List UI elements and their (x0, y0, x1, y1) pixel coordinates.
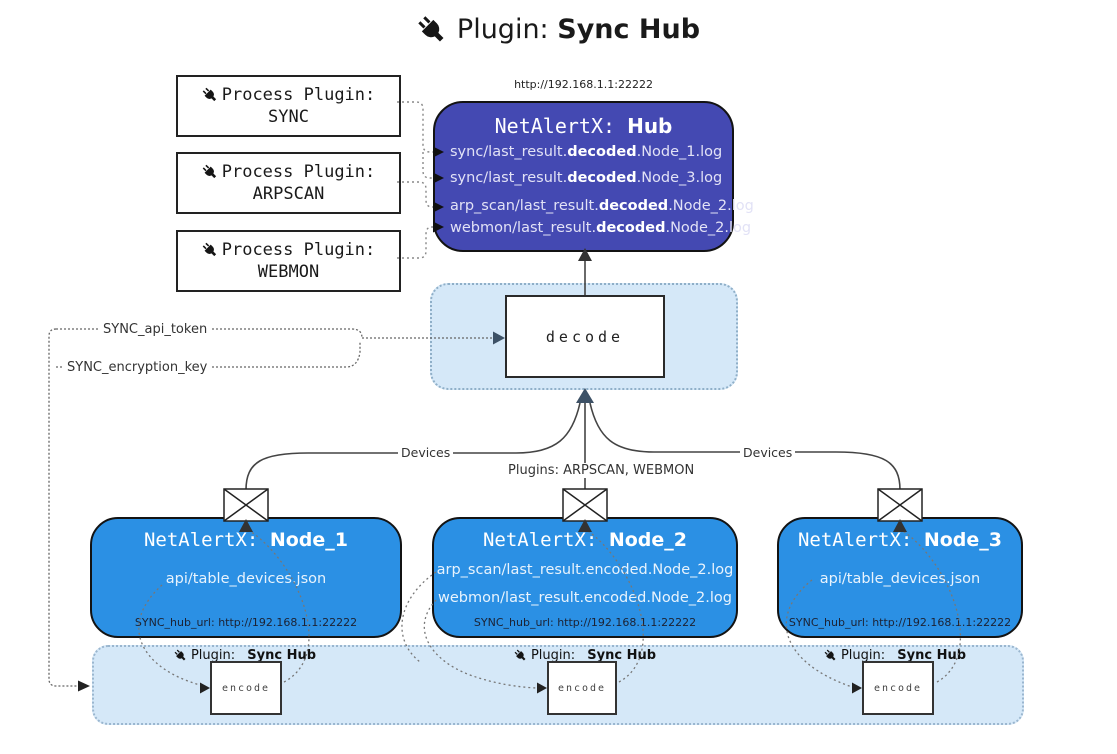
node-1-box: NetAlertX: Node_1 api/table_devices.json… (90, 517, 402, 638)
decode-bottom-arrowhead (576, 388, 594, 403)
node-hub-url: SYNC_hub_url: http://192.168.1.1:22222 (134, 616, 358, 629)
plug-icon (514, 649, 526, 660)
process-plugin-label: Process Plugin: (221, 85, 376, 105)
sync-api-token-label: SYNC_api_token (100, 322, 211, 337)
encode-box: encode (862, 661, 934, 715)
plug-icon (202, 87, 216, 102)
process-plugin-name: SYNC (268, 107, 309, 127)
node-file: api/table_devices.json (819, 571, 981, 587)
plug-icon (202, 242, 216, 257)
plug-icon (202, 164, 216, 179)
band-in-arrowhead (78, 680, 90, 692)
node-title: NetAlertX: Node_3 (797, 529, 1002, 551)
plug-icon (824, 649, 836, 660)
hub-log-line: webmon/last_result.decoded.Node_2.log (450, 220, 752, 236)
hub-log-line: arp_scan/last_result.decoded.Node_2.log (450, 198, 754, 214)
plug-icon (174, 649, 186, 660)
page-title: Plugin: Sync Hub (0, 14, 1117, 45)
node-hub-url: SYNC_hub_url: http://192.168.1.1:22222 (788, 616, 1012, 629)
plugins-mid-label: Plugins: ARPSCAN, WEBMON (505, 463, 698, 478)
devices-left-label: Devices (398, 445, 454, 460)
encode-box: encode (210, 661, 282, 715)
hub-log-line: sync/last_result.decoded.Node_1.log (450, 144, 723, 160)
process-plugin-label: Process Plugin: (221, 240, 376, 260)
devices-right-label: Devices (740, 445, 796, 460)
decode-box: decode (505, 295, 665, 378)
hub-box: NetAlertX: Hub sync/last_result.decoded.… (433, 101, 754, 252)
process-plugin-name: ARPSCAN (252, 184, 325, 204)
sync-encryption-key-label: SYNC_encryption_key (64, 360, 211, 375)
node-title: NetAlertX: Node_2 (482, 529, 687, 551)
node-file: api/table_devices.json (165, 571, 327, 587)
node-title: NetAlertX: Node_1 (143, 529, 348, 551)
process-plugin-sync-box: Process Plugin: SYNC (176, 75, 401, 137)
plug-icon (418, 15, 444, 41)
hub-log-line: sync/last_result.decoded.Node_3.log (450, 170, 723, 186)
node-3-box: NetAlertX: Node_3 api/table_devices.json… (777, 517, 1023, 638)
node-file: arp_scan/last_result.encoded.Node_2.log (436, 562, 734, 578)
node-file: webmon/last_result.encoded.Node_2.log (437, 590, 732, 606)
process-plugin-label: Process Plugin: (221, 162, 376, 182)
hub-url-label: http://192.168.1.1:22222 (514, 78, 653, 91)
process-plugin-arpscan-box: Process Plugin: ARPSCAN (176, 152, 401, 214)
page-title-text: Plugin: Sync Hub (456, 14, 701, 45)
hub-title: NetAlertX: Hub (494, 114, 673, 138)
process-plugin-webmon-box: Process Plugin: WEBMON (176, 230, 401, 292)
process-plugin-name: WEBMON (257, 262, 320, 282)
node-hub-url: SYNC_hub_url: http://192.168.1.1:22222 (473, 616, 697, 629)
encode-box: encode (547, 661, 617, 715)
node-2-box: NetAlertX: Node_2 arp_scan/last_result.e… (432, 517, 738, 638)
plugin-to-hub-connectors (397, 101, 433, 259)
